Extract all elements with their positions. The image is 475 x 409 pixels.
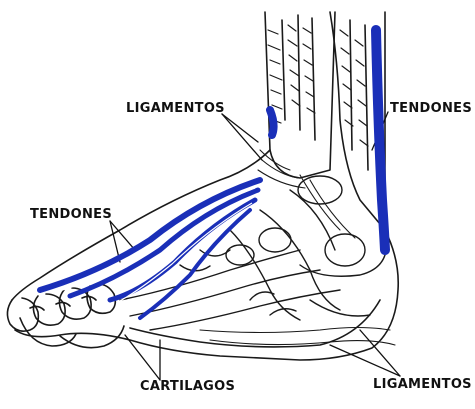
leader-lines	[110, 112, 400, 380]
label-tendones-left: TENDONES	[30, 207, 112, 222]
tendon-achilles	[376, 30, 385, 250]
label-ligamentos-top: LIGAMENTOS	[126, 101, 225, 116]
label-cartilagos: CARTILAGOS	[140, 379, 235, 394]
label-tendones-right: TENDONES	[390, 101, 472, 116]
label-ligamentos-bottom: LIGAMENTOS	[373, 377, 472, 392]
tendon-dorsal-1	[40, 180, 260, 290]
toes	[7, 284, 124, 348]
tendon-ankle	[270, 110, 274, 135]
